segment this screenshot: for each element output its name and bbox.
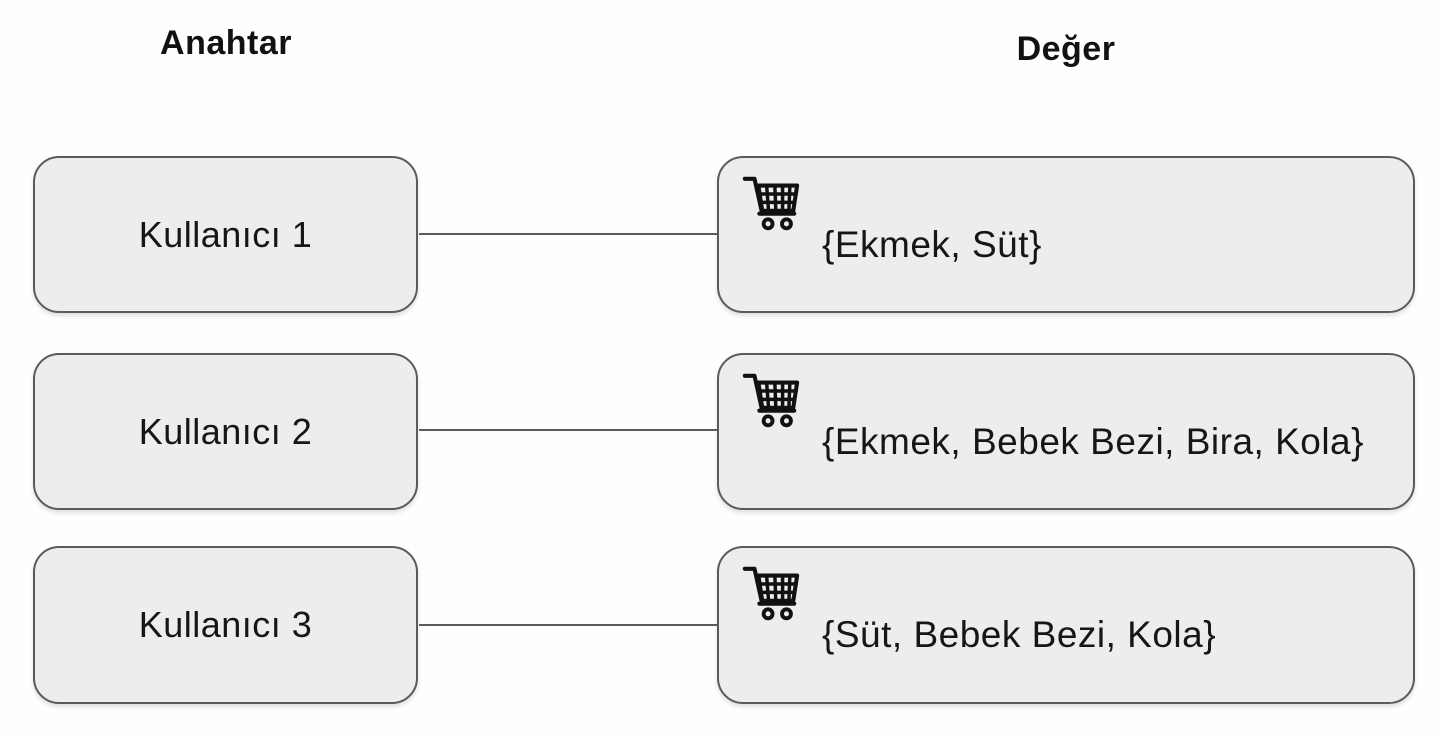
key-label-user1: Kullanıcı 1	[138, 213, 313, 255]
key-box-user1: Kullanıcı 1	[33, 156, 418, 313]
connector-line-3	[419, 624, 718, 626]
shopping-cart-icon	[739, 172, 801, 234]
connector-line-1	[419, 233, 718, 235]
value-label-user3: {Süt, Bebek Bezi, Kola}	[822, 614, 1217, 655]
key-box-user2: Kullanıcı 2	[33, 353, 418, 510]
column-header-key: Anahtar	[160, 24, 292, 62]
column-header-value: Değer	[1016, 30, 1116, 68]
key-label-user3: Kullanıcı 3	[138, 604, 313, 645]
value-label-user2: {Ekmek, Bebek Bezi, Bira, Kola}	[822, 420, 1364, 462]
shopping-cart-icon	[739, 562, 801, 624]
shopping-cart-icon	[739, 369, 801, 431]
connector-line-2	[419, 429, 718, 431]
value-box-user1: {Ekmek, Süt}	[717, 156, 1415, 313]
key-label-user2: Kullanıcı 2	[138, 410, 313, 452]
value-box-user3: {Süt, Bebek Bezi, Kola}	[717, 546, 1415, 704]
key-box-user3: Kullanıcı 3	[33, 546, 418, 704]
value-box-user2: {Ekmek, Bebek Bezi, Bira, Kola}	[717, 353, 1415, 510]
value-label-user1: {Ekmek, Süt}	[822, 223, 1042, 265]
